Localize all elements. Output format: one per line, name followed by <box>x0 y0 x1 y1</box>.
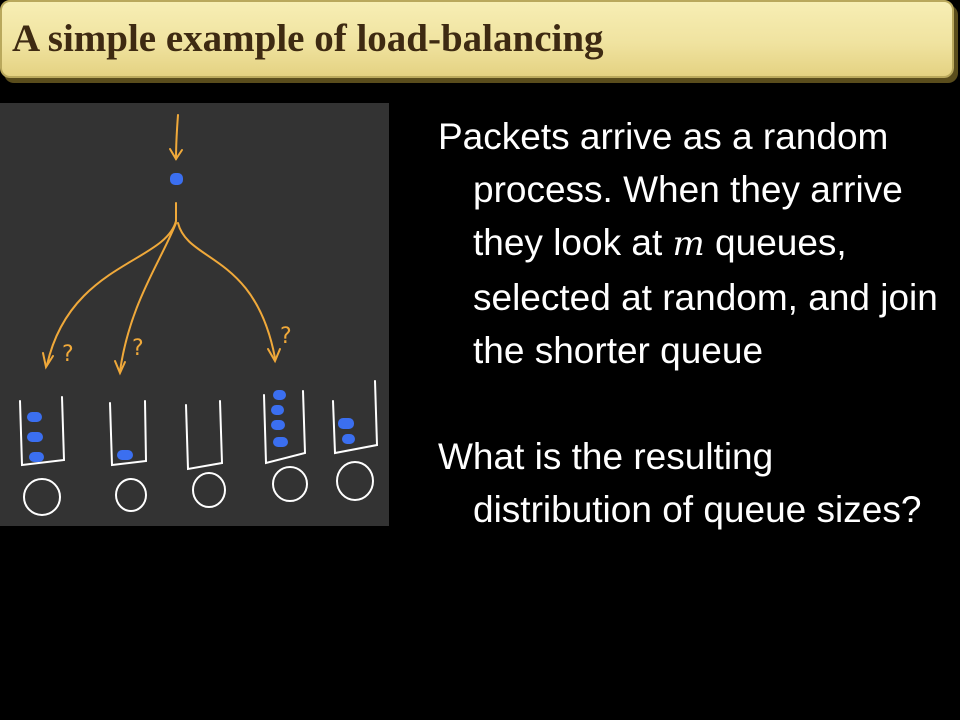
para1-text-start: Packets arrive as a random process. When… <box>438 116 903 263</box>
queue-1-packet <box>29 452 44 462</box>
queue-5-packet <box>342 434 355 444</box>
title-bar: A simple example of load-balancing <box>0 0 954 78</box>
queue-1-packet <box>27 432 43 442</box>
slide-body: Packets arrive as a random process. When… <box>438 110 938 536</box>
question-mark-left: ? <box>62 342 74 367</box>
server-5 <box>336 461 374 501</box>
queue-1-packet <box>27 412 42 422</box>
paragraph-question: What is the resulting distribution of qu… <box>438 436 922 530</box>
server-2 <box>115 478 147 512</box>
slide-title: A simple example of load-balancing <box>12 17 604 60</box>
queue-4-packet <box>273 390 286 400</box>
question-mark-right: ? <box>280 324 292 349</box>
queue-3 <box>185 400 224 471</box>
para1-text-end: queues, selected at random, and join the… <box>473 222 938 371</box>
paragraph-packets-arrive: Packets arrive as a random process. When… <box>438 110 938 377</box>
queue-5 <box>332 380 379 455</box>
server-1 <box>23 478 61 516</box>
server-4 <box>272 466 308 502</box>
queue-2-packet <box>117 450 133 460</box>
queue-4 <box>263 390 307 465</box>
queue-5-packet <box>338 418 354 429</box>
branch-arrows <box>42 202 281 376</box>
math-variable-m: m <box>672 224 705 264</box>
queue-4-packet <box>273 437 288 447</box>
queue-2 <box>109 400 148 467</box>
queue-4-packet <box>271 420 285 430</box>
incoming-arrow <box>169 114 183 161</box>
arriving-packet <box>170 173 183 185</box>
question-mark-middle: ? <box>132 336 144 361</box>
server-3 <box>192 472 226 508</box>
queue-4-packet <box>271 405 284 415</box>
queue-sketch: ? ? ? <box>0 103 389 526</box>
queue-1 <box>19 396 66 467</box>
